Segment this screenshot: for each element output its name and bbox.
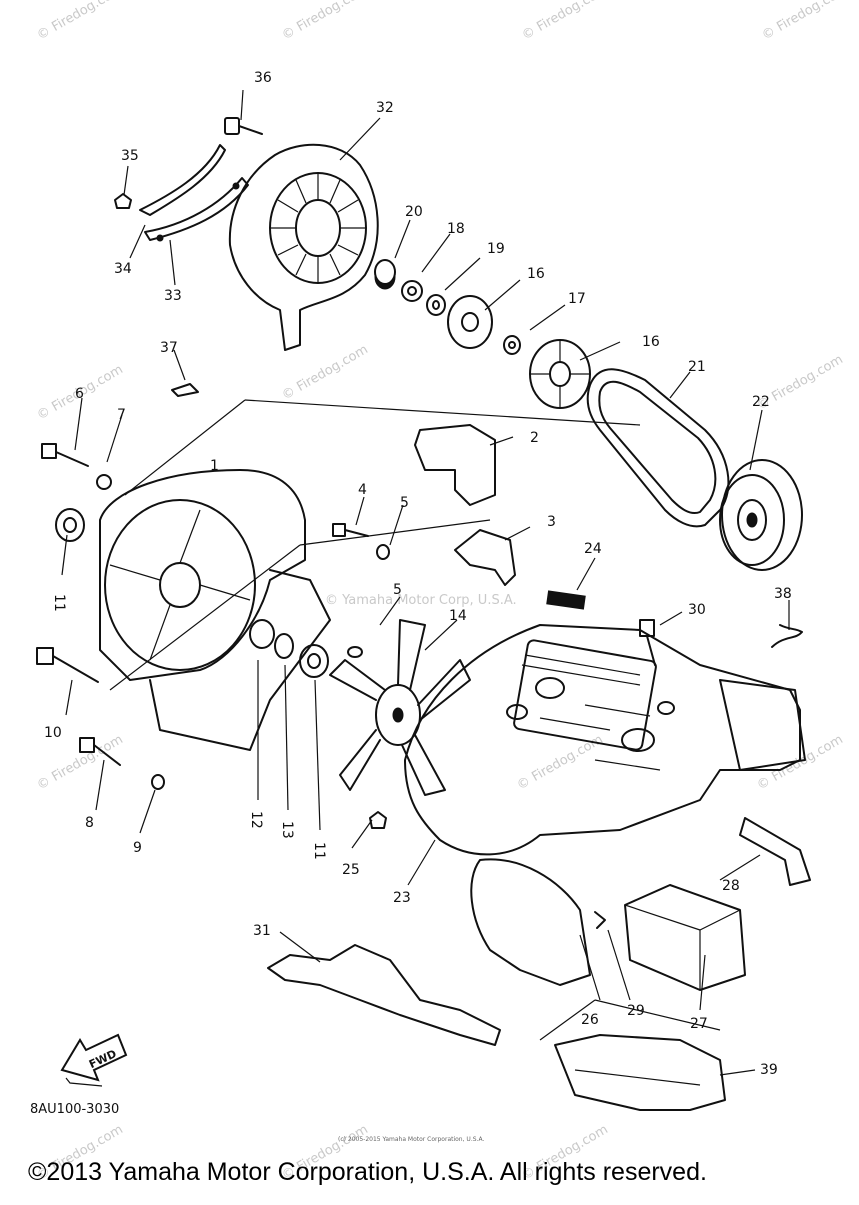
part-11-seal-b	[299, 644, 329, 678]
part-7-washer	[96, 474, 112, 490]
part-label: 18	[447, 221, 465, 237]
part-label: 22	[752, 394, 770, 410]
part-label: 25	[342, 862, 360, 878]
part-18-washer	[401, 280, 423, 302]
part-label: 37	[160, 340, 178, 356]
part-29-clip	[594, 911, 606, 929]
part-label: 27	[690, 1016, 708, 1032]
part-label: 33	[164, 288, 182, 304]
part-28-bracket	[739, 817, 811, 886]
part-label: 31	[253, 923, 271, 939]
watermark: © Firedog.com	[520, 0, 611, 43]
part-label: 14	[449, 608, 467, 624]
part-3-bracket	[454, 529, 516, 586]
part-label: 6	[75, 386, 84, 402]
part-label: 17	[568, 291, 586, 307]
part-10-bolt	[36, 647, 99, 683]
part-label: 4	[358, 482, 367, 498]
part-23-shroud	[404, 624, 806, 856]
part-label: 28	[722, 878, 740, 894]
part-22-drive-pulley	[719, 459, 803, 571]
part-housing-lower	[149, 569, 331, 751]
part-30-bolt	[639, 619, 656, 666]
part-12-circlip	[249, 619, 275, 649]
part-label: 20	[405, 204, 423, 220]
part-20-collar	[374, 259, 396, 290]
part-label: 36	[254, 70, 272, 86]
part-label: 10	[44, 725, 62, 741]
part-label: 12	[248, 811, 264, 829]
part-17-spacer	[503, 335, 521, 355]
part-5-washer	[376, 544, 390, 560]
part-33-34-brackets	[139, 144, 249, 242]
part-label: 11	[311, 842, 327, 860]
watermark: © Firedog.com	[760, 0, 851, 43]
part-label: 21	[688, 359, 706, 375]
part-4-bolt	[332, 523, 369, 537]
part-label: 9	[133, 840, 142, 856]
watermark-center: © Yamaha Motor Corp, U.S.A.	[325, 593, 517, 608]
part-21-v-belt	[586, 368, 730, 528]
watermark: © Firedog.com	[280, 0, 371, 43]
part-38-clip	[771, 624, 803, 648]
part-label: 16	[642, 334, 660, 350]
part-label: 32	[376, 100, 394, 116]
part-label: 11	[51, 594, 67, 612]
part-35-screw	[114, 193, 132, 209]
part-label: 30	[688, 602, 706, 618]
part-label: 16	[527, 266, 545, 282]
part-8-bolt	[79, 737, 121, 766]
part-9-washer	[151, 774, 165, 790]
part-label: 19	[487, 241, 505, 257]
part-label: 13	[279, 821, 295, 839]
part-24-label	[546, 590, 586, 610]
watermark: © Firedog.com	[280, 342, 371, 403]
part-13-washer	[274, 633, 294, 659]
part-26-panel	[470, 858, 591, 986]
part-label: 39	[760, 1062, 778, 1078]
leader-lines	[61, 89, 790, 1076]
part-39-cover	[554, 1034, 726, 1111]
part-label: 5	[400, 495, 409, 511]
part-number-labels: 1 2 3 4 5 5 6 7 8 9 10 11 11 12 13 14 16…	[44, 70, 792, 1078]
part-label: 1	[210, 458, 219, 474]
part-32-air-shroud	[228, 143, 379, 351]
part-label: 7	[117, 407, 126, 423]
part-label: 34	[114, 261, 132, 277]
part-label: 2	[530, 430, 539, 446]
part-label: 35	[121, 148, 139, 164]
part-6-bolt	[41, 443, 89, 467]
part-label: 23	[393, 890, 411, 906]
watermark: © Firedog.com	[35, 0, 126, 43]
part-37-clip	[171, 383, 199, 397]
part-11-seal	[55, 508, 85, 542]
part-27-duct	[624, 884, 746, 991]
part-19-washer	[426, 294, 446, 316]
part-16-pulley-half	[447, 295, 493, 349]
part-5-washer-b	[347, 646, 363, 658]
part-label: 29	[627, 1003, 645, 1019]
part-label: 3	[547, 514, 556, 530]
part-16-pulley-half-b	[529, 339, 591, 409]
part-label: 8	[85, 815, 94, 831]
diagram-code: 8AU100-3030	[30, 1102, 119, 1117]
fine-print: (c) 2005-2015 Yamaha Motor Corporation, …	[338, 1136, 485, 1143]
part-36-bolt	[224, 117, 263, 135]
part-label: 26	[581, 1012, 599, 1028]
part-label: 5	[393, 582, 402, 598]
copyright-notice: ©2013 Yamaha Motor Corporation, U.S.A. A…	[28, 1158, 707, 1186]
part-2-cover	[414, 424, 496, 506]
part-31-plate	[267, 944, 501, 1046]
part-14-fan	[329, 619, 471, 796]
part-1-fan-housing	[99, 469, 306, 681]
part-25-nut	[369, 811, 387, 829]
fwd-arrow-icon: FWD	[60, 1033, 128, 1087]
part-label: 24	[584, 541, 602, 557]
part-label: 38	[774, 586, 792, 602]
